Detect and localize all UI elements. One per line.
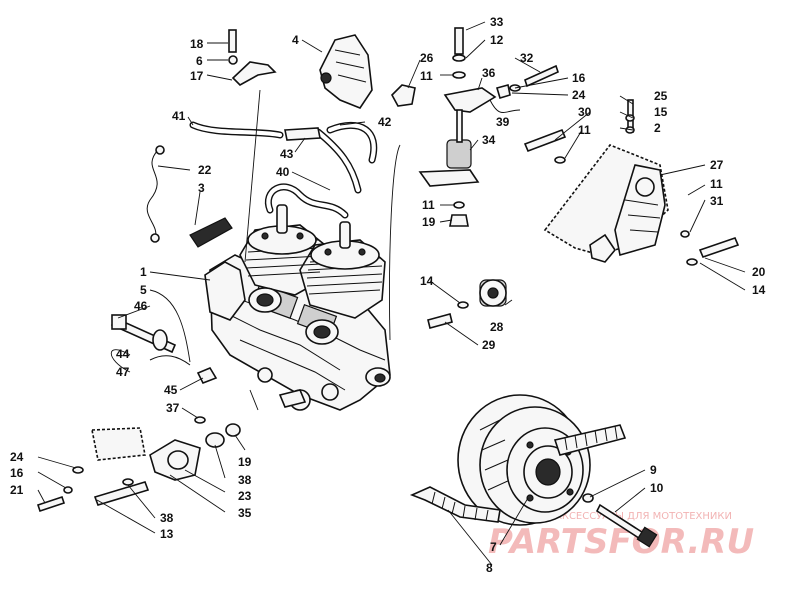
callout-29: 29 <box>482 338 496 352</box>
callout-21: 21 <box>10 483 24 497</box>
callout-19: 19 <box>422 215 436 229</box>
watermark-subtitle: АКСЕССУАРЫ ДЛЯ МОТОТЕХНИКИ <box>555 511 732 522</box>
callout-22: 22 <box>198 163 212 177</box>
callout-13: 13 <box>160 527 174 541</box>
cable-assembly <box>110 314 307 408</box>
part-39 <box>495 84 511 99</box>
callout-46: 46 <box>134 299 148 313</box>
callout-11: 11 <box>578 123 591 137</box>
bracket-27 <box>523 99 740 266</box>
drive-belt <box>409 424 627 523</box>
engine-assembly <box>204 183 391 411</box>
callout-36: 36 <box>482 66 496 80</box>
callout-17: 17 <box>190 69 204 83</box>
callout-12: 12 <box>490 33 504 47</box>
callout-42: 42 <box>378 115 392 129</box>
callout-11: 11 <box>710 177 723 191</box>
bracket-17 <box>228 29 277 86</box>
part-3 <box>189 217 233 248</box>
callout-18: 18 <box>190 37 204 51</box>
callout-39: 39 <box>496 115 510 129</box>
callout-40: 40 <box>276 165 290 179</box>
callout-10: 10 <box>650 481 664 495</box>
callout-34: 34 <box>482 133 496 147</box>
engine-mount-4 <box>319 34 373 109</box>
callout-16: 16 <box>10 466 24 480</box>
callout-20: 20 <box>752 265 766 279</box>
watermark: АКСЕССУАРЫ ДЛЯ МОТОТЕХНИКИ PARTSFOR.RU <box>488 511 754 562</box>
callout-28: 28 <box>490 320 504 334</box>
callout-45: 45 <box>164 383 178 397</box>
callout-16: 16 <box>572 71 586 85</box>
callout-43: 43 <box>280 147 294 161</box>
mount-28 <box>427 279 507 329</box>
callout-15: 15 <box>654 105 668 119</box>
part-26 <box>391 84 416 107</box>
callout-2: 2 <box>654 121 661 135</box>
callout-11: 11 <box>422 198 435 212</box>
callout-6: 6 <box>196 54 203 68</box>
callout-3: 3 <box>198 181 205 195</box>
callout-44: 44 <box>116 347 130 361</box>
callout-27: 27 <box>710 158 724 172</box>
callout-14: 14 <box>752 283 766 297</box>
mount-stack-34 <box>418 27 497 227</box>
callout-24: 24 <box>572 88 586 102</box>
callout-35: 35 <box>238 506 252 520</box>
callouts: 33 12 32 16 11 36 24 18 6 17 4 26 25 15 … <box>10 15 766 575</box>
callout-25: 25 <box>654 89 668 103</box>
drive-clutch <box>457 394 658 548</box>
callout-5: 5 <box>140 283 147 297</box>
callout-38: 38 <box>160 511 174 525</box>
callout-19: 19 <box>238 455 252 469</box>
callout-26: 26 <box>420 51 434 65</box>
callout-30: 30 <box>578 105 592 119</box>
callout-31: 31 <box>710 194 724 208</box>
housing-35 <box>36 416 241 513</box>
callout-38: 38 <box>238 473 252 487</box>
callout-47: 47 <box>116 365 130 379</box>
callout-32: 32 <box>520 51 534 65</box>
leader-lines <box>37 21 746 566</box>
watermark-brand: PARTSFOR.RU <box>488 522 754 562</box>
hoses <box>146 121 378 243</box>
callout-37: 37 <box>166 401 180 415</box>
callout-1: 1 <box>140 265 147 279</box>
callout-4: 4 <box>292 33 299 47</box>
callout-24: 24 <box>10 450 24 464</box>
callout-11: 11 <box>420 69 433 83</box>
callout-8: 8 <box>486 561 493 575</box>
callout-23: 23 <box>238 489 252 503</box>
callout-7: 7 <box>490 540 497 554</box>
callout-41: 41 <box>172 109 186 123</box>
callout-9: 9 <box>650 463 657 477</box>
callout-14: 14 <box>420 274 434 288</box>
callout-33: 33 <box>490 15 504 29</box>
